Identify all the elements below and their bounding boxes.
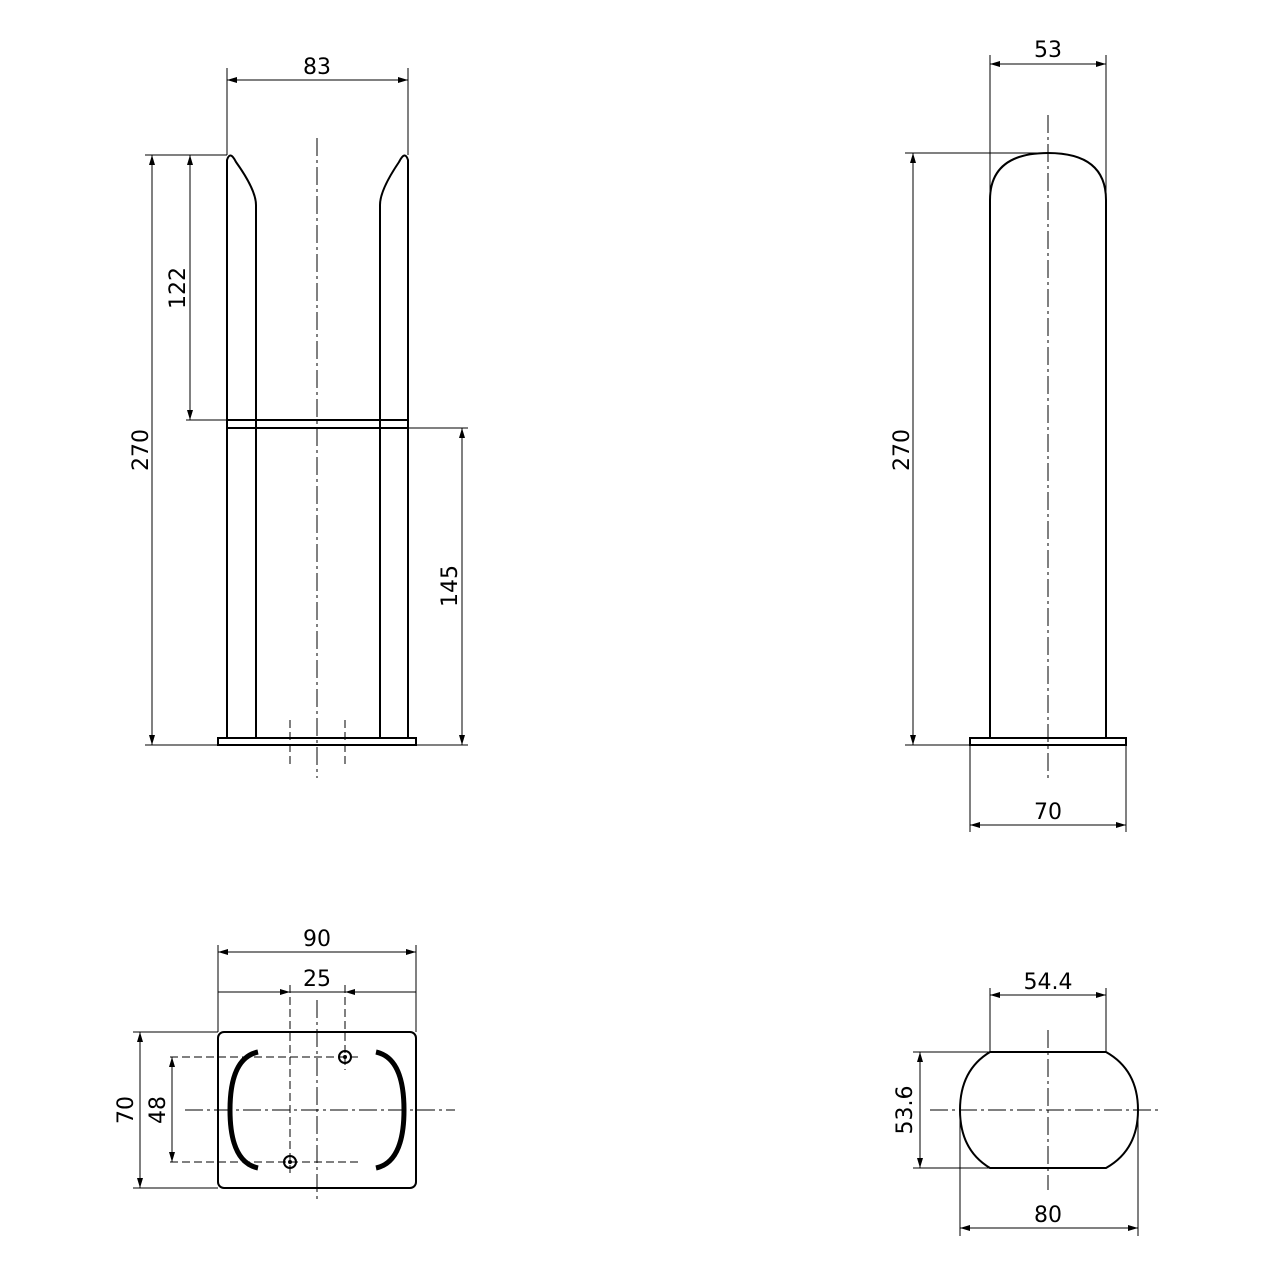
dim-base-width-label: 70	[1034, 800, 1062, 825]
dim-hole-spacing-x-label: 25	[303, 967, 331, 992]
right-post	[379, 154, 409, 738]
dim-plate-width-label: 90	[303, 927, 331, 952]
front-view: 83 270 122 145	[129, 55, 468, 778]
dim-section-height-label: 53.6	[893, 1086, 918, 1135]
base-plate-view: 90 25 70 48	[114, 927, 455, 1200]
left-post	[226, 154, 257, 738]
dim-plate-depth-label: 70	[114, 1096, 139, 1124]
dim-flat-width-label: 54.4	[1024, 970, 1073, 995]
dim-top-width-label: 53	[1034, 38, 1062, 63]
dim-side-height-label: 270	[890, 429, 915, 471]
section-outline	[958, 1051, 1140, 1169]
dim-upper-height-label: 122	[166, 267, 191, 309]
dim-width-label: 83	[303, 55, 331, 80]
section-view: 54.4 53.6 80	[893, 970, 1162, 1236]
dim-hole-spacing-y-label: 48	[146, 1096, 171, 1124]
side-view: 53 270 70	[890, 38, 1127, 832]
dim-lower-height-label: 145	[438, 565, 463, 607]
base-plate	[217, 737, 417, 746]
dim-total-height-label: 270	[129, 429, 154, 471]
dim-section-width-label: 80	[1034, 1203, 1062, 1228]
